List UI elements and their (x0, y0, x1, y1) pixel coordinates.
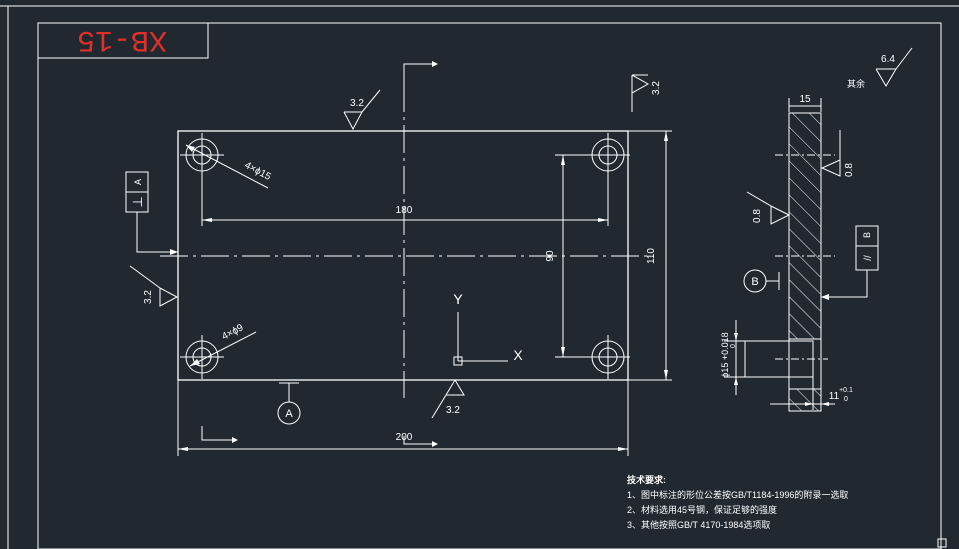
hole-top-right (586, 133, 630, 177)
perpendicularity-frame: A ⊥ (125, 171, 178, 255)
tech-item-1: 1、图中标注的形位公差按GB/T1184-1996的附录一选取 (627, 489, 848, 500)
datum-b: B (743, 269, 780, 293)
dim-bore: ϕ15 +0.018 (720, 332, 730, 377)
svg-text:3.2: 3.2 (446, 405, 460, 416)
title-block: XB-15 (37, 22, 209, 59)
dim-180: 180 (396, 205, 413, 216)
svg-text:6.4: 6.4 (881, 54, 895, 65)
side-view: 15 ϕ15 +0.018 0 11 +0.1 0 0.8 0.8 (720, 94, 879, 412)
svg-text:B: B (862, 232, 872, 238)
svg-text:0.8: 0.8 (752, 209, 763, 223)
hole-bottom-left (180, 335, 224, 379)
side-section-hatch (788, 112, 822, 340)
dim-bore-lower: 0 (730, 344, 737, 348)
roughness-bottom: 3.2 (431, 379, 465, 419)
axis-x-label: X (513, 347, 523, 363)
parallelism-frame: B // (821, 225, 879, 300)
dim-90: 90 (545, 250, 556, 262)
svg-text://: // (863, 255, 874, 261)
hole-large-label: 4×ϕ15 (243, 160, 273, 183)
dim-200: 200 (396, 432, 413, 443)
hole-bottom-right (586, 335, 630, 379)
roughness-other-label: 其余 (847, 78, 865, 89)
roughness-top: 3.2 (343, 89, 381, 131)
hole-top-left (180, 133, 224, 177)
tech-requirements: 技术要求: 1、图中标注的形位公差按GB/T1184-1996的附录一选取 2、… (627, 474, 848, 530)
ucs-icon: Y X (453, 291, 523, 366)
axis-y-label: Y (453, 291, 463, 307)
dim-depth-upper: +0.1 (839, 387, 853, 394)
dim-15: 15 (799, 94, 811, 105)
svg-text:3.2: 3.2 (143, 290, 154, 304)
svg-text:B: B (751, 276, 758, 288)
sheet-border (0, 5, 959, 549)
dim-depth-lower: 0 (844, 396, 848, 403)
tech-title: 技术要求: (627, 474, 666, 485)
tech-item-3: 3、其他按照GB/T 4170-1984选项取 (627, 519, 770, 530)
svg-text:0.8: 0.8 (844, 163, 855, 177)
roughness-other: 6.4 其余 (847, 47, 913, 89)
svg-text:A: A (133, 179, 143, 185)
tech-item-2: 2、材料选用45号钢，保证足够的强度 (627, 504, 777, 515)
roughness-right: 3.2 (631, 74, 662, 112)
roughness-left: 3.2 (129, 265, 179, 307)
svg-text:3.2: 3.2 (350, 98, 364, 109)
drawing-number: XB-15 (77, 22, 167, 56)
roughness-side-left: 0.8 (746, 191, 791, 225)
datum-a-label: A (285, 408, 293, 420)
dim-110: 110 (646, 248, 657, 264)
svg-text:⊥: ⊥ (130, 196, 145, 207)
roughness-side-right: 0.8 (820, 130, 855, 177)
corner-grip[interactable] (937, 538, 947, 548)
plan-view: 4×ϕ15 4×ϕ9 180 90 110 200 (125, 61, 672, 456)
datum-a: A (277, 382, 301, 425)
dim-depth: 11 (829, 391, 840, 402)
svg-text:3.2: 3.2 (651, 81, 662, 95)
